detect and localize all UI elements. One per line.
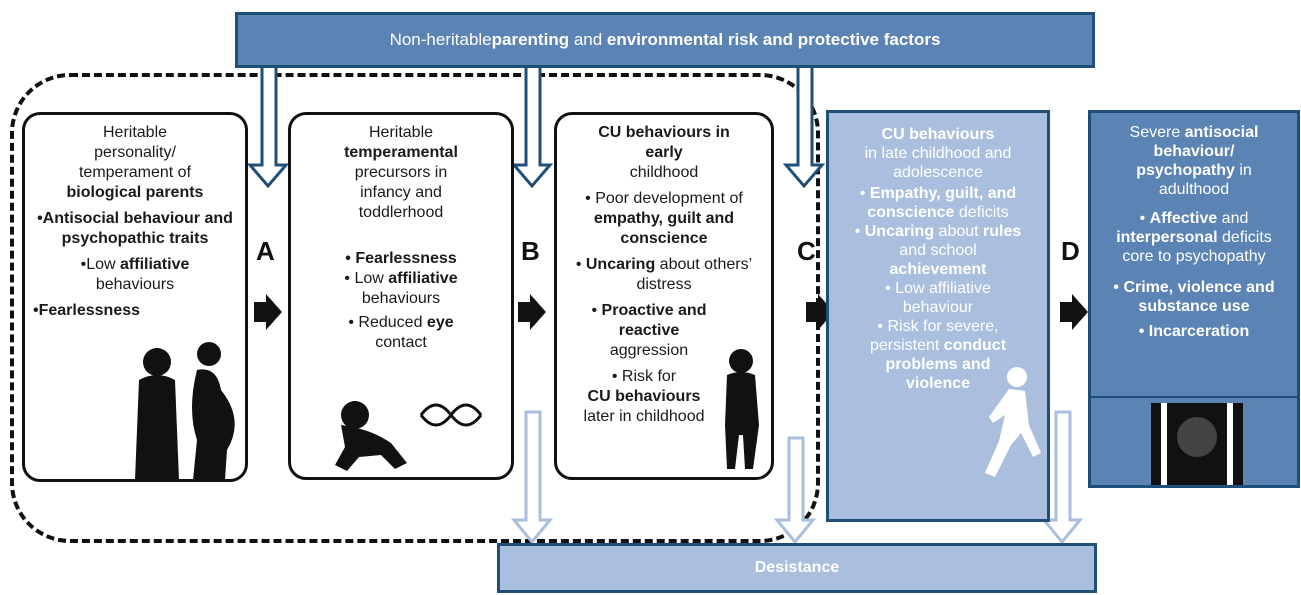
stage2-bul2c: behaviours xyxy=(361,290,441,307)
stage2-bul3c: contact xyxy=(375,334,427,351)
stage1-bul2c: behaviours xyxy=(95,276,175,293)
banner-bold-2: environmental risk and protective factor… xyxy=(606,30,941,49)
stage2-line2: temperamental xyxy=(344,144,458,161)
stage-letter-d: D xyxy=(1061,236,1080,266)
stage5-bullet-deficits: • Affective and interpersonal deficits c… xyxy=(1097,209,1291,266)
stage3-bullet-aggression: • Proactive and reactive aggression xyxy=(563,301,765,361)
stage2-line3: precursors in infancy and toddlerhood xyxy=(354,164,448,221)
stage1-line2: personality/ xyxy=(94,144,176,161)
stage3-bul2a: • xyxy=(575,256,586,273)
parents-silhouette-icon xyxy=(135,342,235,479)
stage4-line1: CU behaviours xyxy=(881,126,995,143)
stage-letter-a: A xyxy=(256,236,275,266)
stage3-bul4b: CU behaviours xyxy=(587,388,701,405)
stage5-bullet-crime: • Crime, violence and substance use xyxy=(1113,279,1275,315)
toddler-silhouette-icon xyxy=(725,349,759,469)
stage1-bullet-antisocial: •Antisocial behaviour and psychopathic t… xyxy=(37,210,233,247)
stage4-bullet-affiliative: • Low affiliative behaviour xyxy=(885,280,991,316)
desistance-box: Desistance xyxy=(497,543,1097,593)
stage5-headline: Severe antisocial behaviour/ psychopathy… xyxy=(1097,123,1291,199)
desist-arrow-2 xyxy=(773,436,817,545)
stage4-bul1b: Empathy, guilt, and conscience xyxy=(867,185,1017,221)
stage-early-childhood-box: CU behaviours in early childhood • Poor … xyxy=(554,112,774,480)
stage5-bul1d: interpersonal xyxy=(1116,229,1218,246)
prison-bars-icon xyxy=(1091,396,1297,485)
stage-letter-b: B xyxy=(521,236,540,266)
stage4-bul2f: achievement xyxy=(889,261,987,278)
stage1-bul2a: •Low xyxy=(80,256,121,273)
environmental-factors-banner: Non-heritable parenting and environmenta… xyxy=(235,12,1095,68)
stage1-bullet-affiliative: •Low affiliative behaviours xyxy=(31,255,239,295)
stage2-bul3b: eye xyxy=(426,314,454,331)
stage4-bul4b: conduct problems and violence xyxy=(885,337,1007,392)
banner-arrow-3 xyxy=(782,64,826,189)
stage1-bul2b: affiliative xyxy=(120,256,190,273)
right-arrow-b xyxy=(518,294,546,330)
right-arrow-d xyxy=(1060,294,1088,330)
banner-arrow-1 xyxy=(246,64,290,189)
stage4-bul2b: Uncaring xyxy=(864,223,935,240)
stage4-bul2d: rules xyxy=(983,223,1022,240)
stage1-bullet-fearlessness: •Fearlessness xyxy=(33,302,141,319)
stage3-line1: CU behaviours in early xyxy=(598,124,730,161)
right-arrow-a xyxy=(254,294,282,330)
stage2-bul3a: • Reduced xyxy=(348,314,427,331)
stage2-bullet-affiliative: • Low affiliative behaviours xyxy=(297,269,505,309)
stage3-bullet-uncaring: • Uncaring about others’ distress xyxy=(563,255,765,295)
stage2-bullet-eye: • Reduced eye contact xyxy=(297,313,505,353)
stage1-line3: temperament of xyxy=(78,164,192,181)
stage3-bul2b: Uncaring xyxy=(585,256,656,273)
stage2-line1: Heritable xyxy=(368,124,434,141)
running-child-icon xyxy=(985,367,1041,477)
banner-arrow-2 xyxy=(510,64,554,189)
stage5-bul1e: deficits core to psychopathy xyxy=(1122,229,1272,265)
stage-parents-box: Heritable personality/ temperament of bi… xyxy=(22,112,248,482)
stage5-l1c: in adulthood xyxy=(1158,162,1252,198)
stage5-l1b: antisocial behaviour/ psychopathy xyxy=(1136,124,1259,179)
stage3-bullet-empathy: • Poor development of empathy, guilt and… xyxy=(563,189,765,249)
banner-bold-1: parenting xyxy=(491,30,570,49)
stage4-bul2a: • xyxy=(854,223,865,240)
stage4-bul1a: • xyxy=(859,185,870,202)
stage3-bul1a: • Poor development of xyxy=(585,190,743,207)
stage4-bullet-uncaring: • Uncaring about rules and school achiev… xyxy=(835,222,1041,279)
stage4-bullet-risk: • Risk for severe, persistent conduct pr… xyxy=(835,317,1041,393)
stage1-line4: biological parents xyxy=(66,184,204,201)
stage-adulthood-box: Severe antisocial behaviour/ psychopathy… xyxy=(1088,110,1300,488)
stage3-bul4c: later in childhood xyxy=(583,408,705,425)
stage5-bul1a: • xyxy=(1139,210,1150,227)
stage3-line2: childhood xyxy=(629,164,699,181)
stage2-bul2b: affiliative xyxy=(388,270,458,287)
stage5-l1: Severe xyxy=(1129,124,1185,141)
stage3-bul3b: Proactive and reactive xyxy=(601,302,707,339)
baby-dna-icon xyxy=(335,401,483,471)
stage4-bul2c: about xyxy=(934,223,984,240)
stage2-bul2a: • Low xyxy=(344,270,389,287)
stage3-bul3c: aggression xyxy=(609,342,689,359)
banner-text-2: and xyxy=(569,30,607,49)
stage3-bullet-risk: • Risk for CU behaviours later in childh… xyxy=(563,367,765,427)
stage4-bullet-empathy: • Empathy, guilt, and conscience deficit… xyxy=(835,184,1041,222)
stage3-bul1b: empathy, guilt and conscience xyxy=(593,210,735,247)
stage4-line2: in late childhood and adolescence xyxy=(864,145,1012,181)
stage-infancy-box: Heritable temperamental precursors in in… xyxy=(288,112,514,480)
stage4-bul4a: • Risk for severe, persistent xyxy=(869,318,999,354)
stage-letter-c: C xyxy=(797,236,816,266)
stage3-bul3a: • xyxy=(591,302,602,319)
stage5-bul1c: and xyxy=(1217,210,1249,227)
desist-arrow-1 xyxy=(510,410,554,545)
stage3-bul4a: • Risk for xyxy=(611,368,677,385)
stage4-bul2e: and school xyxy=(899,242,977,259)
desist-arrow-3 xyxy=(1040,410,1084,545)
right-arrow-c xyxy=(806,294,834,330)
stage4-bul1c: deficits xyxy=(954,204,1009,221)
banner-text-1: Non-heritable xyxy=(389,30,492,49)
stage1-line1: Heritable xyxy=(102,124,168,141)
stage3-bul2c: about others’ distress xyxy=(636,256,753,293)
stage2-bullet-fearlessness: • Fearlessness xyxy=(345,250,457,267)
stage5-bullet-incarceration: • Incarceration xyxy=(1138,323,1250,340)
stage5-bul1b: Affective xyxy=(1149,210,1218,227)
stage-adolescence-box: CU behaviours in late childhood and adol… xyxy=(826,110,1050,522)
